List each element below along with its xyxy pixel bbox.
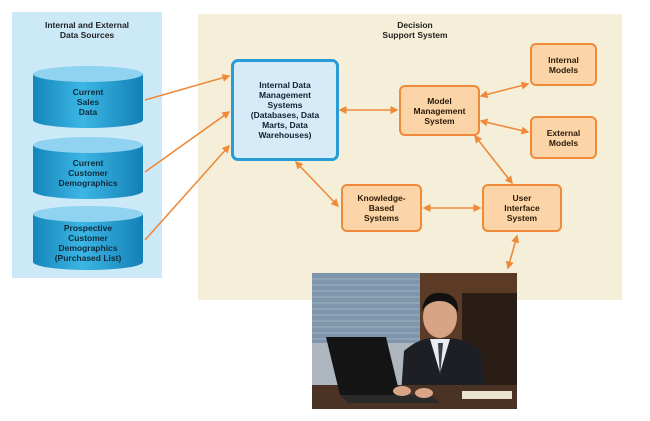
- data-sources-title: Internal and External Data Sources: [44, 20, 130, 40]
- database-cylinder-demographics: Current Customer Demographics: [32, 136, 144, 200]
- database-icon: [33, 66, 143, 128]
- source-label-sales: Current Sales Data: [72, 87, 104, 117]
- internal-models-box: Internal Models: [530, 43, 597, 86]
- knowledge-based-systems-box: Knowledge- Based Systems: [341, 184, 422, 232]
- model-management-system-box: Model Management System: [399, 85, 480, 136]
- dss-title: Decision Support System: [382, 20, 448, 40]
- database-cylinder-prospective: Prospective Customer Demographics (Purch…: [32, 205, 144, 270]
- user-interface-system-box: User Interface System: [482, 184, 562, 232]
- database-icon: [33, 206, 143, 270]
- person-at-laptop-photo: [312, 273, 517, 409]
- database-cylinder-sales: Current Sales Data: [32, 65, 144, 129]
- data-management-systems-box: Internal Data Management Systems (Databa…: [231, 59, 339, 161]
- source-label-demographics: Current Customer Demographics: [58, 158, 118, 188]
- source-label-prospective: Prospective Customer Demographics (Purch…: [54, 223, 122, 263]
- database-icon: [33, 137, 143, 199]
- external-models-box: External Models: [530, 116, 597, 159]
